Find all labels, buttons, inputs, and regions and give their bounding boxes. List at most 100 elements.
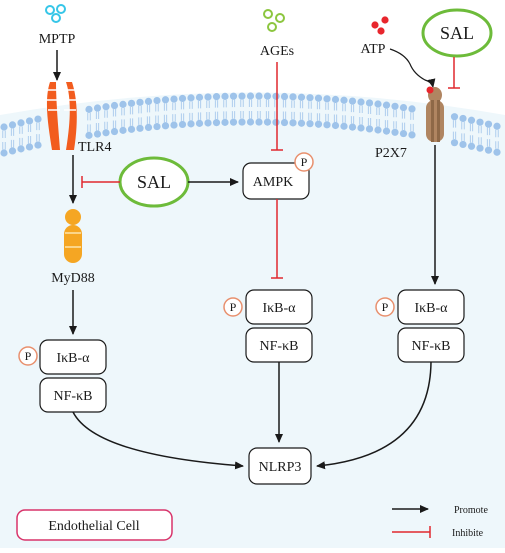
myd88-icon: [64, 209, 82, 263]
lipid-tail: [342, 115, 346, 123]
lipid-head: [391, 102, 399, 110]
cell-label: Endothelial Cell: [48, 519, 139, 534]
lipid-head: [204, 119, 212, 127]
lipid-head: [246, 118, 255, 126]
lipid-tail: [240, 111, 244, 119]
lipid-tail: [367, 117, 372, 126]
lipid-tail: [19, 126, 23, 134]
arrow-right-nlrp3: [316, 361, 432, 470]
lipid-tail: [461, 121, 465, 130]
lipid-tail: [2, 141, 6, 150]
lipid-head: [467, 142, 476, 150]
middle-ikb-label: IκB-α: [262, 301, 296, 316]
ages-icon: [263, 9, 285, 32]
lipid-head: [212, 93, 221, 101]
lipid-tail: [248, 111, 253, 119]
lipid-tail: [189, 112, 193, 121]
lipid-head: [450, 139, 459, 147]
lipid-head: [289, 119, 297, 127]
lipid-head: [8, 147, 17, 155]
lipid-head: [238, 92, 246, 100]
lipid-head: [399, 129, 408, 138]
lipid-head: [178, 120, 187, 129]
lipid-tail: [359, 116, 363, 125]
lipid-head: [25, 143, 34, 151]
lipid-tail: [316, 101, 321, 110]
lipid-head: [102, 129, 110, 137]
lipid-tail: [155, 104, 159, 112]
lipid-tail: [19, 137, 23, 146]
lipid-tail: [248, 99, 253, 108]
lipid-head: [93, 130, 102, 138]
lipid-tail: [308, 112, 312, 121]
lipid-tail: [410, 112, 414, 120]
lipid-head: [272, 118, 280, 126]
lipid-tail: [257, 99, 261, 108]
lipid-tail: [129, 118, 134, 126]
lipid-head: [357, 124, 365, 132]
lipid-tail: [172, 114, 176, 122]
lipid-head: [0, 123, 8, 131]
cell-membrane: [0, 92, 501, 157]
lipid-tail: [87, 112, 91, 121]
lipid-tail: [121, 119, 125, 127]
lipid-tail: [282, 111, 287, 120]
lipid-head: [119, 100, 127, 108]
sal-ellipse-top: [421, 8, 493, 58]
lipid-tail: [146, 104, 151, 113]
lipid-head: [110, 101, 119, 110]
legend-promote-label: Promote: [454, 505, 488, 516]
lipid-head: [144, 97, 153, 105]
lipid-head: [136, 98, 144, 106]
lipid-tail: [325, 113, 329, 122]
lipid-head: [391, 128, 399, 136]
lipid-tail: [206, 100, 210, 108]
lipid-head: [85, 131, 93, 139]
ages-label: AGEs: [260, 44, 294, 59]
lipid-tail: [10, 128, 15, 136]
lipid-tail: [376, 119, 380, 127]
lipid-head: [340, 96, 348, 104]
lipid-tail: [223, 111, 227, 119]
left-ikb-box: [39, 339, 107, 375]
lipid-head: [127, 125, 136, 133]
lipid-tail: [461, 133, 465, 141]
lipid-tail: [265, 111, 270, 119]
tlr4-receptor-icon: [46, 82, 78, 150]
lipid-head: [348, 123, 357, 131]
legend: Promote Inhibite: [392, 505, 488, 539]
legend-inhibit-label: Inhibite: [452, 528, 484, 539]
lipid-head: [34, 115, 42, 123]
lipid-tail: [452, 131, 457, 140]
middle-phospho-badge: [223, 297, 243, 317]
lipid-tail: [333, 114, 338, 123]
lipid-tail: [359, 105, 363, 113]
lipid-tail: [495, 129, 499, 138]
p2x7-label: P2X7: [375, 146, 407, 161]
cell-label-box: [16, 509, 173, 541]
lipid-head: [17, 145, 25, 153]
lipid-head: [263, 118, 272, 126]
ampk-phospho-badge: [294, 152, 314, 172]
lipid-head: [221, 92, 229, 100]
lipid-head: [348, 97, 357, 105]
lipid-head: [374, 100, 382, 108]
lipid-head: [459, 140, 467, 149]
lipid-tail: [333, 103, 338, 111]
lipid-tail: [104, 110, 108, 118]
lipid-head: [493, 148, 501, 156]
lipid-head: [408, 131, 416, 139]
lipid-tail: [104, 121, 108, 130]
lipid-tail: [401, 122, 406, 131]
lipid-head: [93, 104, 102, 112]
nlrp3-label: NLRP3: [259, 460, 302, 475]
p2x7-receptor-icon: [426, 86, 444, 142]
lipid-tail: [393, 109, 397, 118]
lipid-tail: [384, 120, 389, 128]
lipid-tail: [87, 124, 91, 132]
lipid-tail: [401, 111, 406, 119]
arrow-left-nlrp3: [72, 411, 244, 470]
right-nfkb-label: NF-κB: [412, 339, 451, 354]
lipid-tail: [393, 121, 397, 129]
